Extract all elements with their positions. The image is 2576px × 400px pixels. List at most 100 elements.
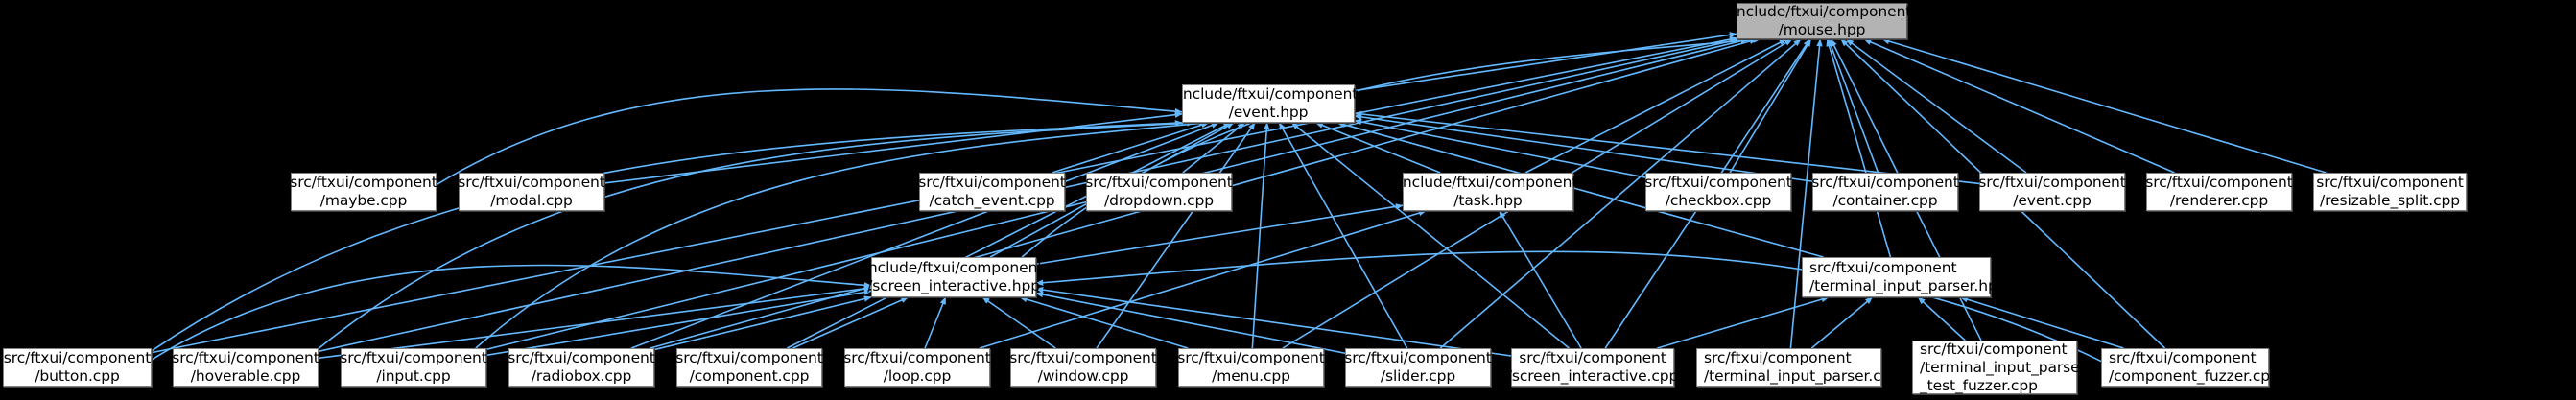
graph-node-component-cpp[interactable]: src/ftxui/component/component.cpp [675,348,823,387]
node-label-line: src/ftxui/component [1920,340,2068,358]
node-label-line: /component_fuzzer.cpp [2109,367,2280,385]
graph-edge [786,122,1232,349]
graph-edge [653,295,872,351]
graph-edge [1182,122,1245,174]
node-label-line: src/ftxui/component [1085,174,1233,191]
node-label-line: /renderer.cpp [2169,192,2269,209]
node-label-line: include/ftxui/component [863,259,1044,276]
graph-node-loop-cpp[interactable]: src/ftxui/component/loop.cpp [843,348,991,387]
graph-node-event-cpp[interactable]: src/ftxui/component/event.cpp [1978,173,2126,211]
graph-edge [436,88,1183,186]
graph-node-maybe-cpp[interactable]: src/ftxui/component/maybe.cpp [290,173,437,211]
node-label-line: include/ftxui/component [1178,85,1359,103]
node-label-line: src/ftxui/component [2145,174,2293,191]
node-label-line: /button.cpp [35,367,120,385]
node-label-line: /radiobox.cpp [531,367,632,385]
graph-edge [1524,38,1787,174]
node-label-line: include/ftxui/component [1732,3,1912,20]
node-label-line: src/ftxui/component [918,174,1066,191]
graph-node-modal-cpp[interactable]: src/ftxui/component/modal.cpp [458,173,605,211]
graph-edge [1810,296,1874,349]
graph-edge [924,296,947,349]
graph-node-component-fuzzer-cpp[interactable]: src/ftxui/component/component_fuzzer.cpp [2101,348,2280,387]
graph-edge [630,122,1219,349]
node-label-line: /screen_interactive.cpp [1506,367,1679,385]
graph-edge [1729,38,1812,174]
graph-node-button-cpp[interactable]: src/ftxui/component/button.cpp [3,348,152,387]
node-label-line: /loop.cpp [883,367,952,385]
graph-edge [603,111,1183,184]
graph-node-checkbox-cpp[interactable]: src/ftxui/component/checkbox.cpp [1644,173,1792,211]
graph-edge [1278,122,1408,349]
graph-edge [1863,38,2175,174]
node-label-line: include/ftxui/component [1398,174,1578,191]
graph-node-input-cpp[interactable]: src/ftxui/component/input.cpp [340,348,487,387]
graph-node-radiobox-cpp[interactable]: src/ftxui/component/radiobox.cpp [508,348,655,387]
graph-edge [1354,113,1813,182]
graph-edge [1251,122,1270,349]
graph-edge [151,120,1183,352]
node-label-line: src/ftxui/component [2109,349,2257,366]
node-label-line: /resizable_split.cpp [2320,192,2460,209]
graph-node-container-cpp[interactable]: src/ftxui/component/container.cpp [1811,173,1959,211]
graph-edge [1315,122,1441,174]
graph-node-terminal-input-parser-cpp[interactable]: src/ftxui/component/terminal_input_parse… [1696,348,1900,387]
node-label-line: /event.cpp [2013,192,2092,209]
node-label-line: src/ftxui/component [1811,174,1959,191]
graph-edge [1826,38,1892,258]
graph-edge [1845,38,2027,174]
graph-node-mouse-hpp[interactable]: include/ftxui/component/mouse.hpp [1733,3,1911,39]
graph-node-screen-interactive-hpp[interactable]: include/ftxui/component/screen_interacti… [864,257,1043,297]
node-label-line: /maybe.cpp [319,192,408,209]
node-label-line: /slider.cpp [1380,367,1456,385]
node-label-line: src/ftxui/component [843,349,991,366]
graph-edge [1035,203,1404,266]
graph-node-menu-cpp[interactable]: src/ftxui/component/menu.cpp [1177,348,1325,387]
node-label-line: src/ftxui/component [458,174,605,191]
node-label-line: /screen_interactive.hpp [867,277,1040,294]
graph-edge [792,296,910,349]
node-label-line: src/ftxui/component [290,174,437,191]
graph-node-task-hpp[interactable]: include/ftxui/component/task.hpp [1399,173,1577,211]
graph-node-window-cpp[interactable]: src/ftxui/component/window.cpp [1009,348,1157,387]
graph-node-resizable-split-cpp[interactable]: src/ftxui/component/resizable_split.cpp [2313,173,2467,211]
node-label-line: /input.cpp [376,367,451,385]
node-label-line: /catch_event.cpp [929,192,1055,209]
node-label-line: src/ftxui/component [1644,174,1792,191]
graph-edge [1881,38,2327,174]
node-label-line: src/ftxui/component [508,349,655,366]
graph-node-hoverable-cpp[interactable]: src/ftxui/component/hoverable.cpp [172,348,319,387]
graph-node-tip-test-fuzzer-cpp[interactable]: src/ftxui/component/terminal_input_parse… [1912,340,2086,394]
graph-edge [1290,122,1570,349]
graph-edge [1657,295,1830,349]
node-label-line: /mouse.hpp [1778,21,1866,38]
node-label-line: /window.cpp [1037,367,1129,385]
node-label-line: /container.cpp [1832,192,1938,209]
graph-edge [1499,210,1582,349]
graph-node-dropdown-cpp[interactable]: src/ftxui/component/dropdown.cpp [1085,173,1233,211]
node-label-line: /modal.cpp [490,192,573,209]
graph-edge [1019,296,1189,349]
graph-node-screen-interactive-cpp[interactable]: src/ftxui/component/screen_interactive.c… [1507,348,1678,387]
graph-node-terminal-input-parser-hpp[interactable]: src/ftxui/component/terminal_input_parse… [1802,257,2007,297]
node-label-line: /menu.cpp [1212,367,1290,385]
graph-node-event-hpp[interactable]: include/ftxui/component/event.hpp [1179,84,1358,123]
graph-edge [1052,122,1210,174]
node-label-line: /event.hpp [1228,104,1309,121]
graph-node-renderer-cpp[interactable]: src/ftxui/component/renderer.cpp [2145,173,2293,211]
node-label-line: src/ftxui/component [172,349,319,366]
node-label-line: /terminal_input_parser.cpp [1704,367,1901,385]
node-label-line: /task.hpp [1453,192,1523,209]
graph-node-catch-event-cpp[interactable]: src/ftxui/component/catch_event.cpp [918,173,1066,211]
graph-node-slider-cpp[interactable]: src/ftxui/component/slider.cpp [1344,348,1492,387]
node-label-line: src/ftxui/component [340,349,487,366]
graph-edge [1959,296,2124,349]
node-label-line: /terminal_input_parser.hpp [1809,277,2007,294]
graph-edge [151,264,872,361]
node-label-line: /terminal_input_parser [1920,358,2086,376]
graph-edge [475,120,1207,349]
node-label-line: /checkbox.cpp [1665,192,1772,209]
graph-edge [1354,32,1737,92]
node-label-line: _test_fuzzer.cpp [1920,376,2038,394]
